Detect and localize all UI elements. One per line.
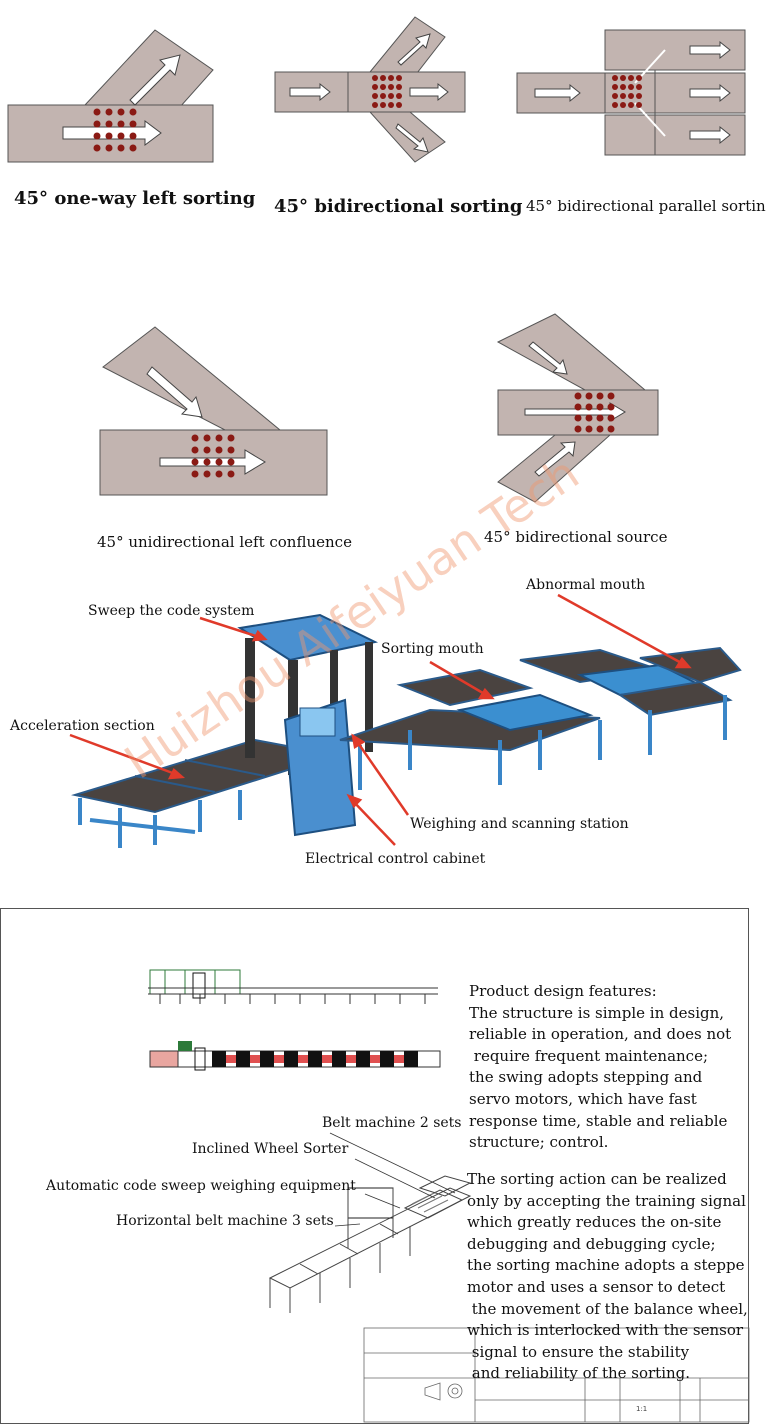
label-weighing-scanning-station: Weighing and scanning station [410, 816, 629, 832]
diagram-caption: 45° bidirectional parallel sortin [526, 197, 766, 215]
title-block [363, 1327, 750, 1423]
product-features-text: Product design features: The structure i… [469, 982, 732, 1152]
diagram-bidirectional-source [496, 313, 659, 503]
label-sweep-code-system: Sweep the code system [88, 603, 255, 619]
diagram-caption: 45° one-way left sorting [14, 188, 256, 209]
label-inclined-wheel-sorter: Inclined Wheel Sorter [192, 1141, 349, 1157]
label-automatic-code-sweep: Automatic code sweep weighing equipment [46, 1178, 356, 1194]
label-electrical-control-cabinet: Electrical control cabinet [305, 851, 486, 867]
diagram-bidirectional-parallel-sorting [516, 29, 746, 156]
diagram-unidirectional-left-confluence [99, 326, 328, 496]
sorter-belts [339, 646, 742, 790]
diagram-caption: 45° bidirectional sorting [274, 196, 523, 217]
label-abnormal-mouth: Abnormal mouth [526, 577, 646, 593]
label-horizontal-belt-machine: Horizontal belt machine 3 sets [116, 1213, 334, 1229]
diagram-one-way-left-sorting [7, 29, 214, 163]
label-sorting-mouth: Sorting mouth [381, 641, 484, 657]
isometric-conveyor [268, 1175, 472, 1313]
sorting-action-text: The sorting action can be realized only … [467, 1170, 748, 1383]
plan-view [149, 1041, 441, 1071]
diagram-caption: 45° unidirectional left confluence [97, 533, 352, 551]
label-belt-machine: Belt machine 2 sets [322, 1115, 462, 1131]
sorter-machine-drawing [69, 593, 742, 848]
control-cabinet [283, 698, 357, 837]
diagram-bidirectional-sorting [274, 16, 466, 163]
elevation-view [148, 969, 438, 999]
callout-arrows [69, 593, 692, 846]
layout-drawings [148, 969, 750, 1423]
technical-drawing-panel [0, 908, 749, 1424]
label-acceleration-section: Acceleration section [10, 718, 155, 734]
leader-lines [329, 1132, 456, 1227]
title-block-scale: 1:1 [636, 1405, 648, 1413]
diagram-caption: 45° bidirectional source [484, 528, 668, 546]
roller-matrix [93, 108, 137, 152]
elevation-legs [159, 994, 426, 1004]
